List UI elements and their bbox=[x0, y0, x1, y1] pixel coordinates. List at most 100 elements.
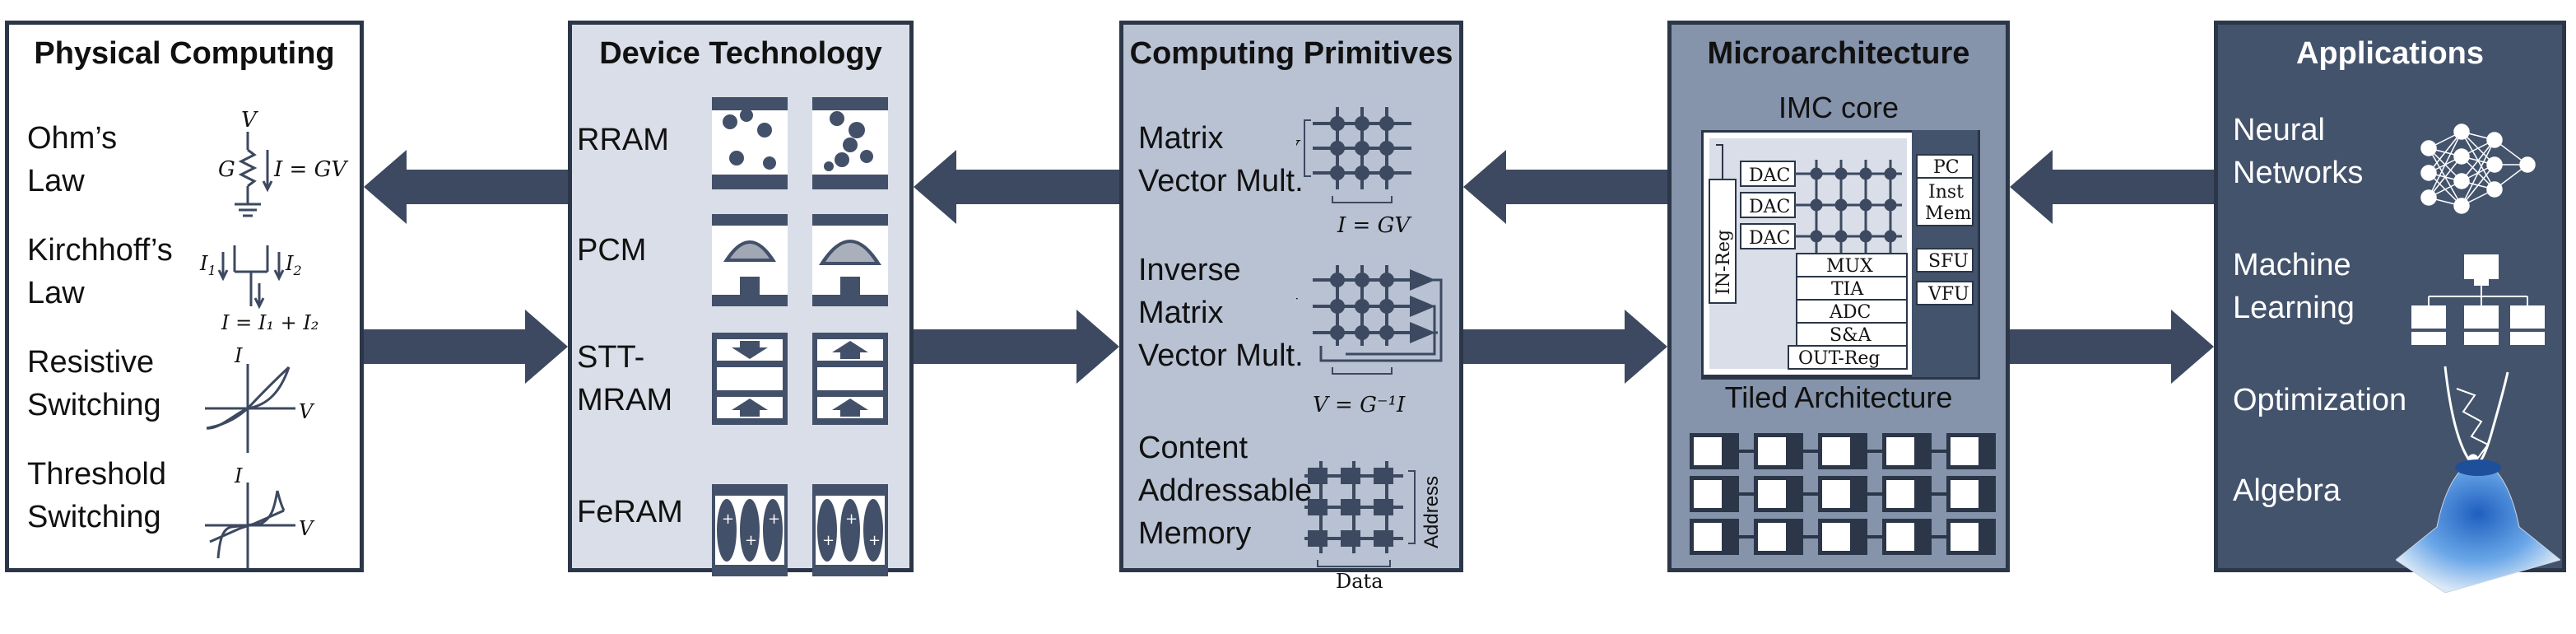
rram-device-icon bbox=[812, 97, 888, 189]
resistive-i-label: I bbox=[234, 344, 243, 367]
computing-primitives-title: Computing Primitives bbox=[1129, 36, 1453, 71]
dac-label: DAC bbox=[1749, 165, 1790, 186]
kirchhoff-i2-label: I2 bbox=[285, 252, 302, 278]
tile bbox=[1882, 476, 1932, 512]
tiled-architecture-grid bbox=[1690, 433, 1996, 555]
machine-learning-label: Machine Learning bbox=[2233, 248, 2355, 325]
mux-label: MUX bbox=[1826, 256, 1873, 277]
computing-primitives-panel: Computing Primitives Matrix Vector Mult.… bbox=[1119, 21, 1463, 593]
inst-label: Inst bbox=[1928, 182, 1964, 203]
kirchhoff-equation: I = I₁ + I₂ bbox=[221, 311, 319, 334]
tile bbox=[1690, 476, 1739, 512]
tile bbox=[1946, 519, 1996, 555]
arrow-right-device bbox=[364, 310, 568, 384]
svg-text:+: + bbox=[722, 510, 734, 528]
rram-device-icon bbox=[712, 97, 788, 189]
mem-label: Mem bbox=[1925, 203, 1972, 224]
arrow-right-primitives bbox=[914, 310, 1119, 384]
threshold-switching-label: Threshold Switching bbox=[27, 457, 166, 534]
microarchitecture-panel: Microarchitecture IMC core IN-Reg DAC DA… bbox=[1667, 21, 2010, 572]
tile bbox=[1818, 476, 1867, 512]
tile bbox=[1754, 519, 1803, 555]
vfu-label: VFU bbox=[1927, 284, 1969, 305]
ohm-v-label: V bbox=[241, 108, 258, 133]
cam-array-icon bbox=[1304, 461, 1403, 553]
device-icons: + + + + + + bbox=[712, 97, 888, 576]
resistive-v-label: V bbox=[299, 400, 315, 423]
threshold-v-label: V bbox=[299, 517, 315, 540]
svg-text:+: + bbox=[822, 532, 835, 549]
arrow-left-micro bbox=[2010, 150, 2214, 224]
mvm-bracket-icon bbox=[1304, 119, 1393, 203]
neural-network-icon bbox=[2420, 124, 2536, 214]
tile bbox=[1946, 433, 1996, 469]
inverse-mvm-icon bbox=[1313, 265, 1436, 346]
kirchhoff-i1-label: I1 bbox=[199, 252, 216, 278]
optimization-label: Optimization bbox=[2233, 383, 2407, 417]
tile bbox=[1754, 433, 1803, 469]
cam-data-label: Data bbox=[1336, 570, 1383, 593]
cam-label: Content Addressable Memory bbox=[1138, 431, 1313, 551]
feram-device-icon: + + + bbox=[712, 484, 788, 576]
microarchitecture-title: Microarchitecture bbox=[1707, 36, 1970, 71]
kirchhoffs-law-label: Kirchhoff’s Law bbox=[27, 233, 173, 310]
tile bbox=[1818, 519, 1867, 555]
dac-label: DAC bbox=[1749, 228, 1790, 249]
svg-text:+: + bbox=[845, 510, 858, 528]
arrow-left-device bbox=[914, 150, 1119, 224]
adc-label: ADC bbox=[1829, 302, 1871, 323]
threshold-switching-iv-icon bbox=[205, 482, 295, 568]
neural-networks-label: Neural Networks bbox=[2233, 113, 2364, 190]
pcm-device-icon bbox=[812, 214, 888, 306]
algebra-label: Algebra bbox=[2233, 473, 2341, 508]
inverse-mvm-label: Inverse Matrix Vector Mult. bbox=[1138, 253, 1304, 373]
physical-computing-title: Physical Computing bbox=[34, 36, 335, 71]
resistor-icon bbox=[235, 132, 273, 217]
svg-text:+: + bbox=[768, 510, 780, 528]
sfu-label: SFU bbox=[1928, 251, 1969, 272]
algebra-surface-icon bbox=[2396, 459, 2560, 593]
cam-address-label: Address bbox=[1421, 476, 1443, 548]
arrow-left-primitives bbox=[1463, 150, 1667, 224]
tile bbox=[1882, 433, 1932, 469]
svg-text:+: + bbox=[745, 532, 757, 549]
arrow-right-micro bbox=[1463, 310, 1667, 384]
ohm-g-label: G bbox=[218, 157, 235, 182]
mvm-crossbar-icon bbox=[1313, 107, 1411, 189]
imc-core-diagram: IN-Reg DAC DAC DAC MUX TIA ADC S&A OUT-R… bbox=[1701, 130, 1980, 380]
imc-core-title: IMC core bbox=[1778, 91, 1899, 124]
tia-label: TIA bbox=[1831, 279, 1864, 300]
tile bbox=[1754, 476, 1803, 512]
applications-panel: Applications Neural Networks Machine Lea… bbox=[2214, 21, 2566, 593]
arrow-right-apps bbox=[2010, 310, 2214, 384]
feram-label: FeRAM bbox=[577, 495, 683, 529]
sa-label: S&A bbox=[1830, 325, 1872, 346]
primitive-icons: V I = GV I V = G⁻¹I bbox=[1296, 107, 1443, 593]
physical-icons: V G I = GV I1 I2 I = I₁ + I₂ I V bbox=[199, 108, 348, 568]
application-icons bbox=[2396, 124, 2560, 593]
stt-mram-device-icon bbox=[812, 333, 888, 425]
threshold-i-label: I bbox=[234, 464, 243, 487]
pcm-label: PCM bbox=[577, 233, 647, 268]
feram-device-icon: + + + bbox=[812, 484, 888, 576]
device-technology-panel: Device Technology RRAM PCM STT- MRAM FeR… bbox=[568, 21, 914, 576]
mvm-v-label: V bbox=[1296, 137, 1301, 160]
physical-computing-panel: Physical Computing Ohm’s Law Kirchhoff’s… bbox=[5, 21, 364, 572]
applications-title: Applications bbox=[2295, 36, 2485, 71]
tile bbox=[1690, 519, 1739, 555]
stt-mram-device-icon bbox=[712, 333, 788, 425]
arrow-left-physical bbox=[364, 150, 568, 224]
pcm-device-icon bbox=[712, 214, 788, 306]
inverse-equation: V = G⁻¹I bbox=[1313, 393, 1406, 417]
tile bbox=[1946, 476, 1996, 512]
imc-crossbar-icon bbox=[1795, 160, 1902, 262]
svg-text:+: + bbox=[868, 532, 881, 549]
tile bbox=[1818, 433, 1867, 469]
rram-label: RRAM bbox=[577, 123, 669, 157]
resistive-switching-iv-icon bbox=[205, 364, 295, 453]
tile bbox=[1882, 519, 1932, 555]
in-reg-label: IN-Reg bbox=[1713, 230, 1734, 295]
ohms-law-label: Ohm’s Law bbox=[27, 121, 118, 198]
inverse-i-label: I bbox=[1296, 295, 1298, 318]
device-technology-title: Device Technology bbox=[599, 36, 882, 71]
